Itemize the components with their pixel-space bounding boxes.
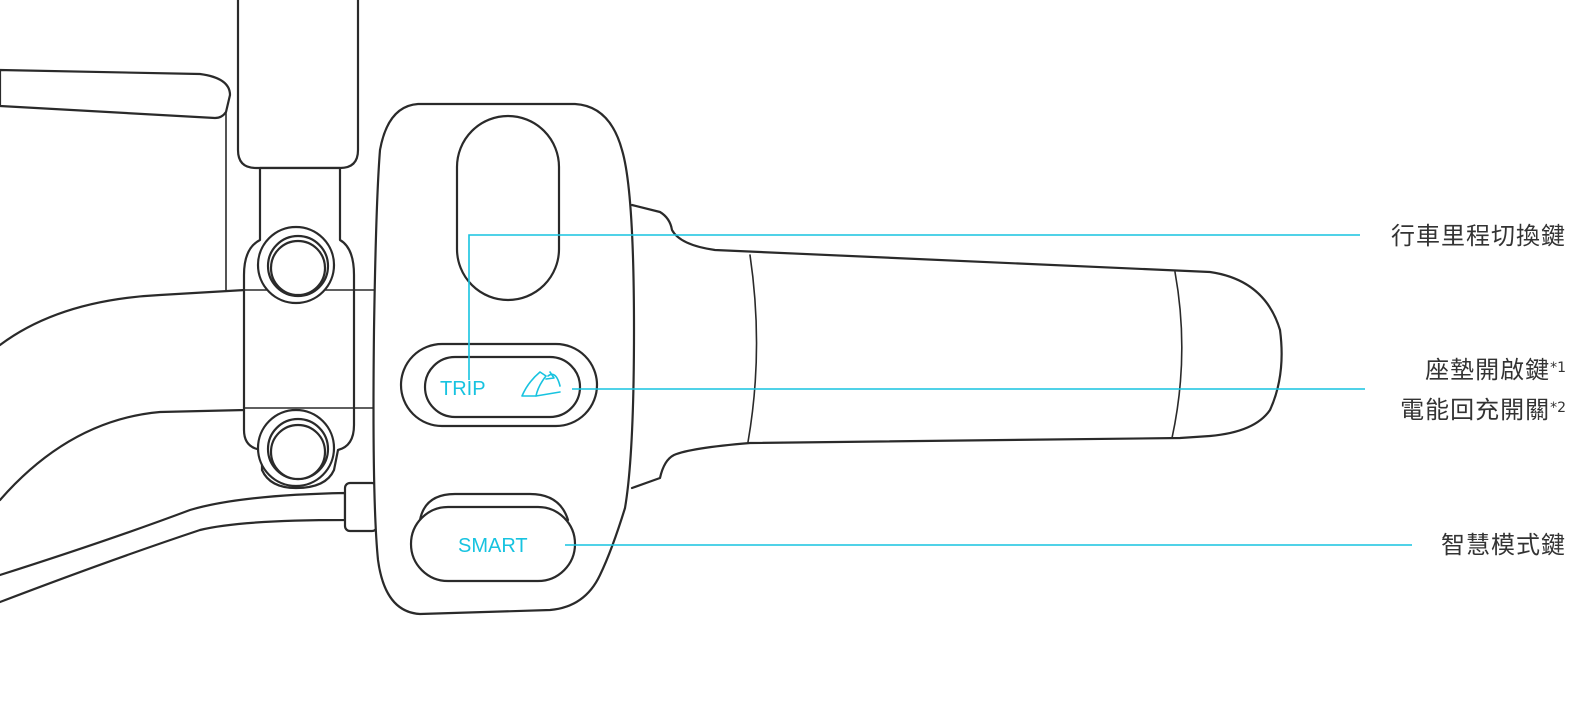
clamp-bolt-lower xyxy=(256,408,336,488)
trip-key-text: 行車里程切換鍵 xyxy=(1391,222,1566,250)
clamp-bolt-upper xyxy=(256,225,336,305)
seat-key-footnote: *1 xyxy=(1550,360,1566,376)
callout-smart-key: 智慧模式鍵 xyxy=(1441,530,1566,560)
seat-open-icon xyxy=(521,371,561,397)
handlebar-tube-lower xyxy=(0,491,347,604)
regen-switch-footnote: *2 xyxy=(1550,400,1566,416)
trip-label: TRIP xyxy=(440,378,486,400)
regen-switch-text: 電能回充開關 xyxy=(1400,396,1551,424)
callout-seat-key: 座墊開啟鍵*1 xyxy=(1425,355,1566,385)
seat-key-text: 座墊開啟鍵 xyxy=(1425,356,1551,384)
mirror-stem xyxy=(236,0,360,170)
cable-connector xyxy=(343,481,379,533)
callout-regen-switch: 電能回充開關*2 xyxy=(1400,395,1566,425)
callout-trip-key: 行車里程切換鍵 xyxy=(1391,221,1566,251)
grip-ring-right xyxy=(1171,271,1183,439)
grip xyxy=(630,203,1283,490)
leader-trip xyxy=(468,234,1360,380)
smart-label: SMART xyxy=(458,535,528,557)
top-rocker-button xyxy=(455,114,561,302)
smart-key-text: 智慧模式鍵 xyxy=(1441,531,1566,559)
handlebar-tube-upper xyxy=(0,288,247,502)
brake-lever xyxy=(0,68,232,120)
grip-ring-left xyxy=(747,254,758,443)
smart-button xyxy=(409,505,577,583)
